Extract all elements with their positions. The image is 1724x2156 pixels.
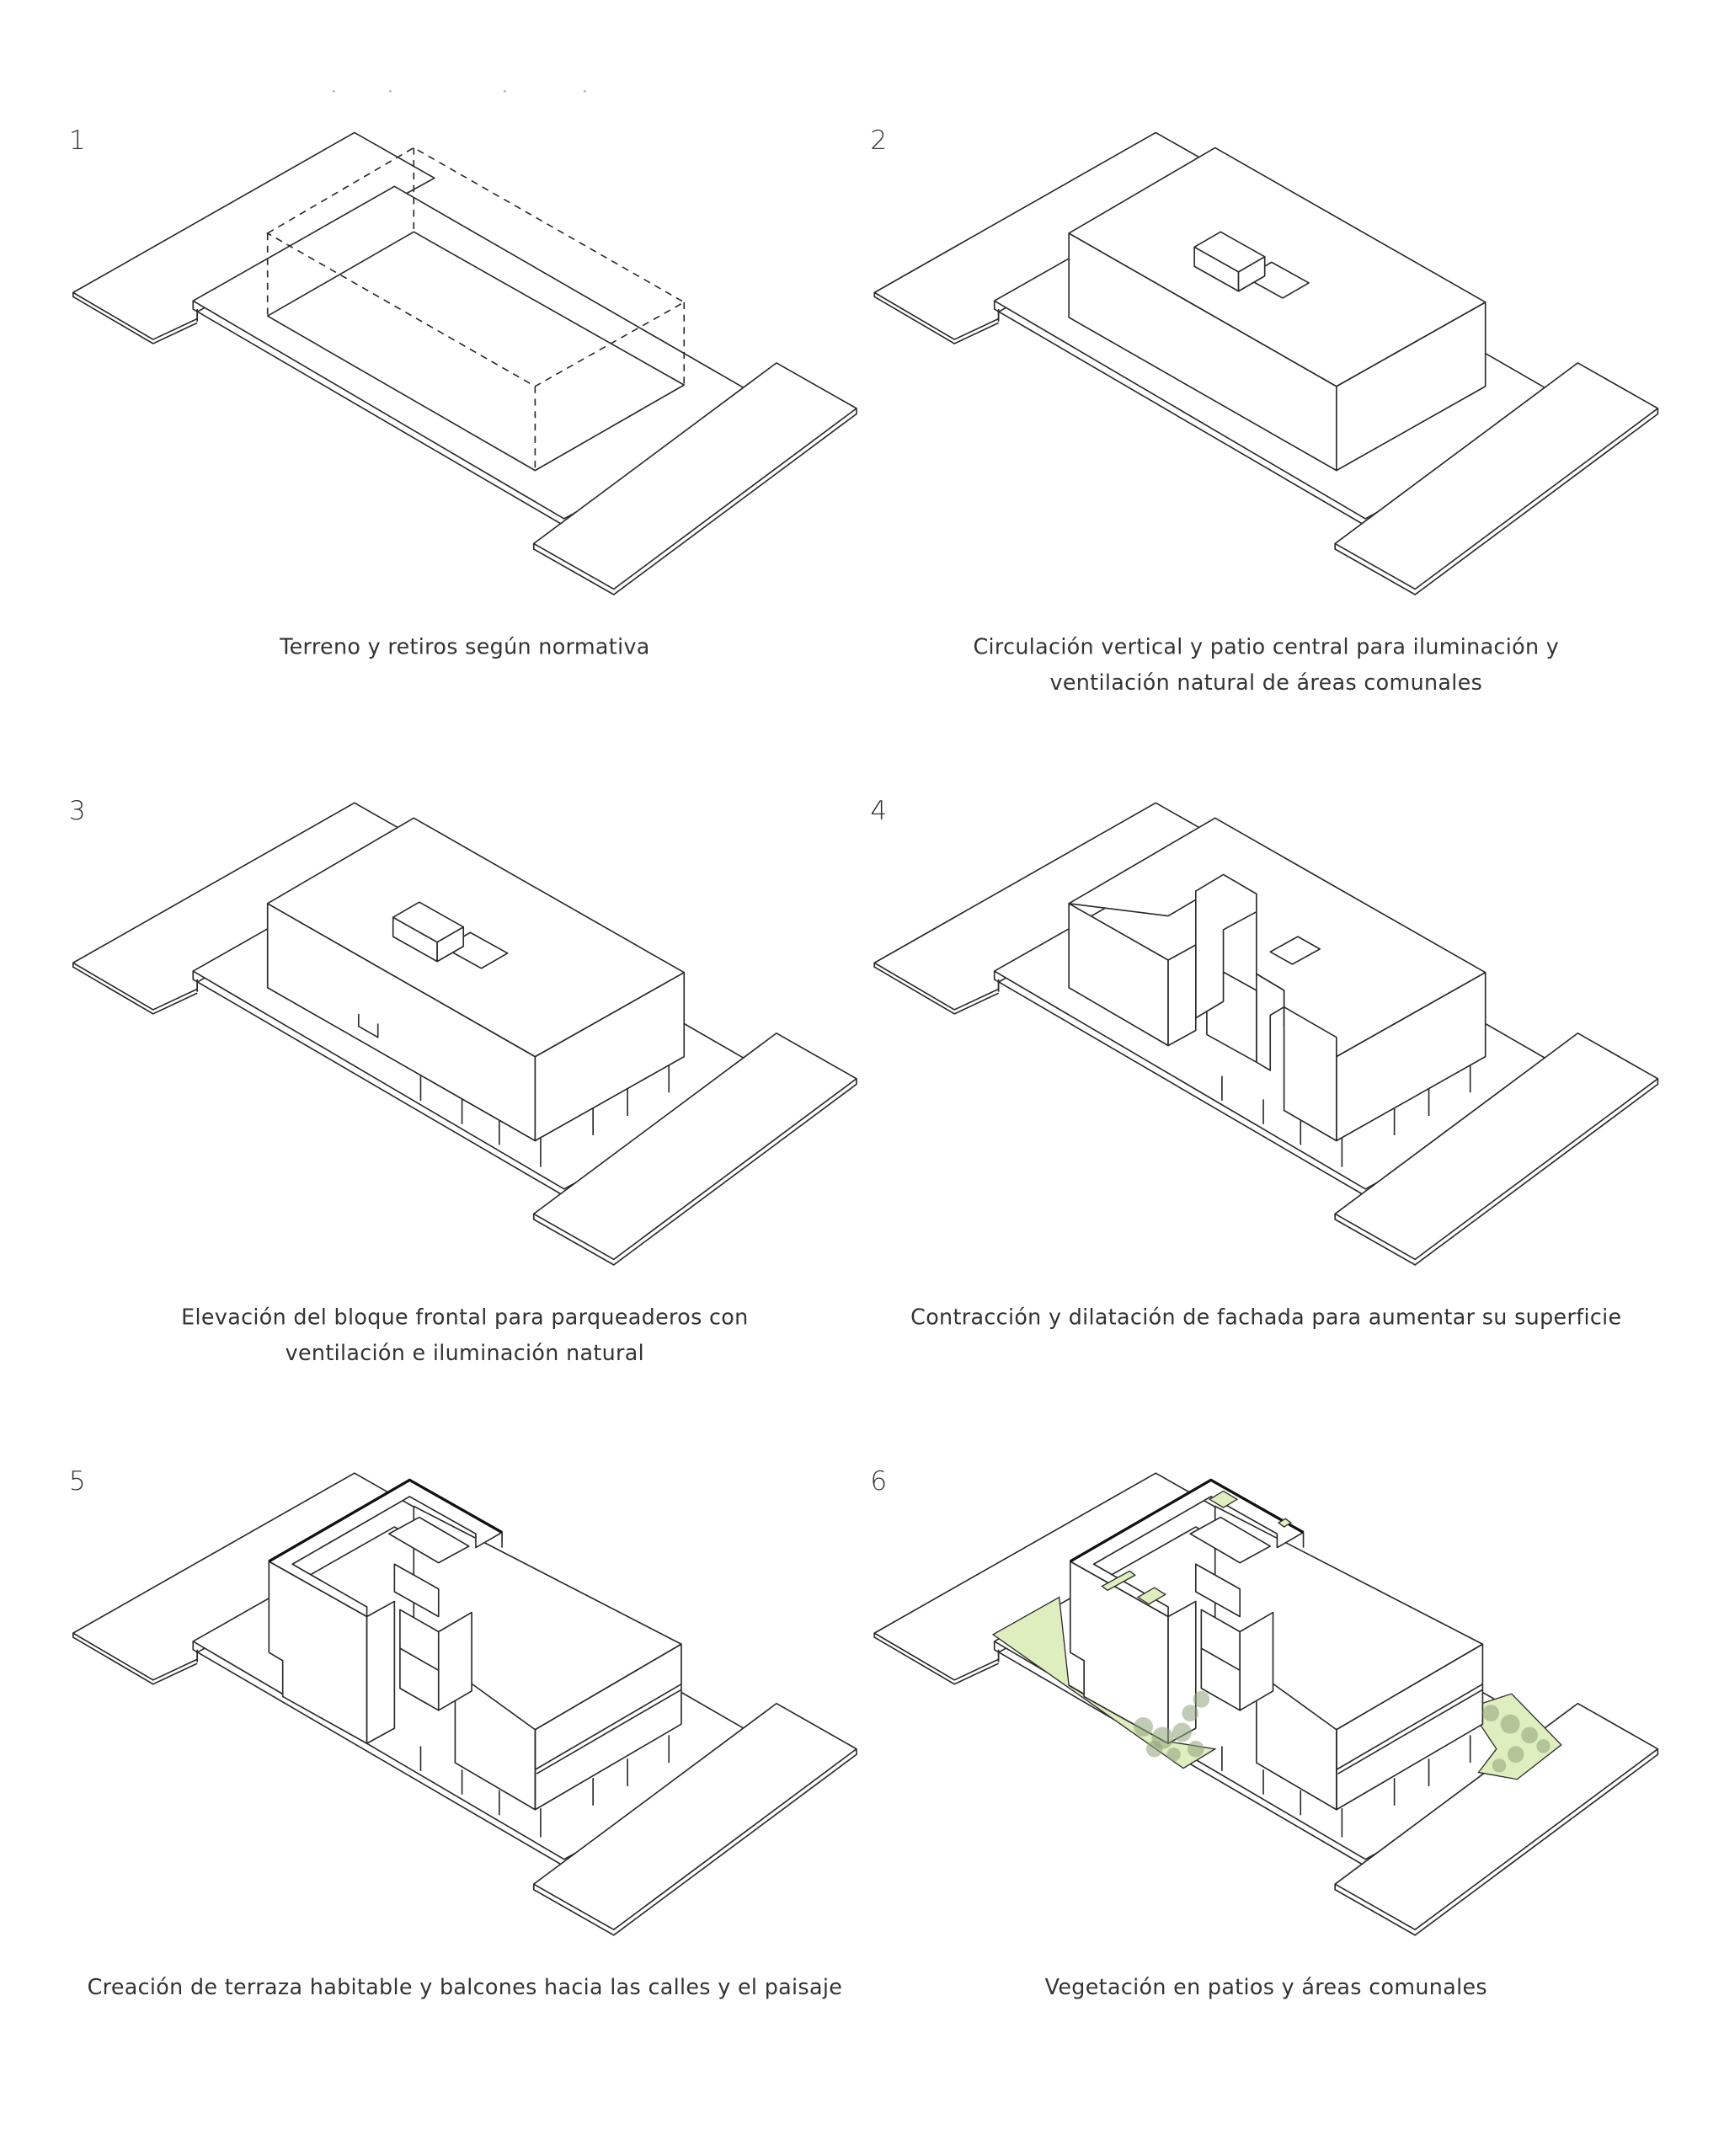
buildable-volume-dashed — [266, 147, 686, 472]
panel-number: 3 — [69, 796, 86, 826]
panel-caption: Creación de terraza habitable y balcones… — [88, 1974, 843, 1999]
panel-3: 3 Elevación del bloque frontal para parq… — [69, 796, 857, 1365]
panel-number: 4 — [870, 796, 887, 826]
parking-recess — [357, 1013, 379, 1038]
panel-1: 1 Terreno y retiros según normativa — [69, 125, 857, 659]
panel-caption: Terreno y retiros según normativa — [279, 633, 650, 659]
panel-2: 2 Circulación vertical y patio central p… — [870, 125, 1659, 695]
panel-caption: Vegetación en patios y áreas comunales — [1045, 1974, 1487, 1999]
panel-caption-line-1: Elevación del bloque frontal para parque… — [181, 1304, 748, 1329]
panel-6: 6 Vegetación en patios y áreas comunales — [870, 1466, 1659, 1999]
panel-number: 2 — [870, 125, 887, 156]
marker-dots — [332, 89, 586, 93]
terrace-and-balconies-volume — [267, 1478, 683, 1812]
panel-number: 5 — [69, 1466, 86, 1497]
raised-building-volume — [266, 817, 686, 1142]
bushes — [1134, 1690, 1551, 1773]
folded-facade-volume — [1068, 817, 1486, 1142]
panel-5: 5 Creación de terraza habitable y balcon… — [69, 1466, 857, 1999]
panel-caption-line-2: ventilación e iluminación natural — [286, 1340, 644, 1365]
panel-number: 6 — [870, 1466, 887, 1497]
panel-caption-line-1: Circulación vertical y patio central par… — [973, 633, 1559, 659]
terrace-and-balconies-volume — [1069, 1478, 1485, 1812]
panel-caption-line-2: ventilación natural de áreas comunales — [1049, 670, 1482, 695]
panel-caption: Contracción y dilatación de fachada para… — [910, 1304, 1621, 1329]
panel-4: 4 Contracción y dilatación de fachada pa… — [870, 796, 1659, 1329]
building-volume — [1068, 147, 1486, 472]
roof-planters — [1101, 1490, 1292, 1605]
panel-number: 1 — [69, 125, 86, 156]
